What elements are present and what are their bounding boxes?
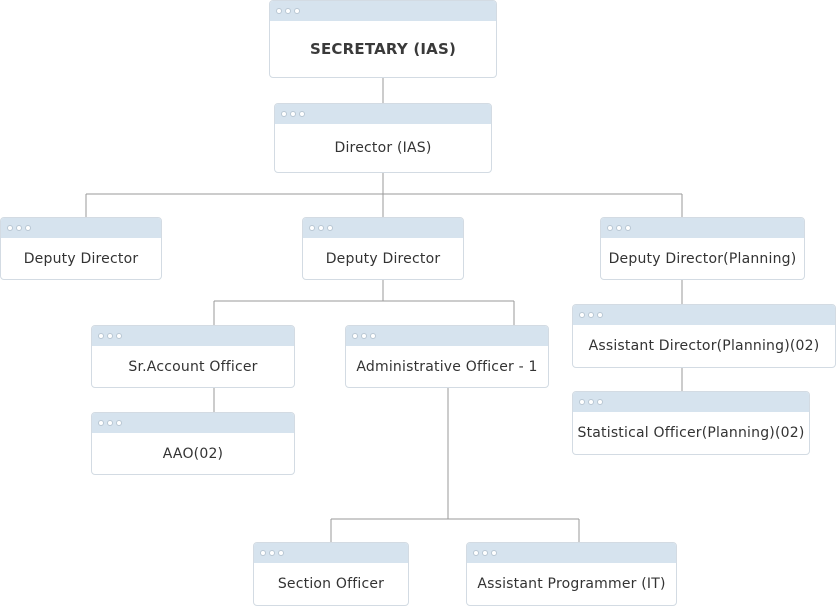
window-dot-icon [327, 225, 333, 231]
window-dot-icon [260, 550, 266, 556]
node-label: Section Officer [277, 576, 385, 592]
node-label: Deputy Director [325, 250, 441, 267]
window-dot-icon [616, 225, 622, 231]
window-dot-icon [370, 333, 376, 339]
window-dot-icon [361, 333, 367, 339]
node-label: SECRETARY (IAS) [309, 40, 457, 58]
node-aao[interactable]: AAO(02) [91, 412, 295, 475]
window-dot-icon [98, 420, 104, 426]
window-dot-icon [482, 550, 488, 556]
node-statistical-officer[interactable]: Statistical Officer(Planning)(02) [572, 391, 810, 455]
window-dot-icon [107, 420, 113, 426]
window-dot-icon [107, 333, 113, 339]
window-dot-icon [116, 333, 122, 339]
window-dot-icon [16, 225, 22, 231]
window-dot-icon [116, 420, 122, 426]
node-label: Administrative Officer - 1 [356, 358, 538, 375]
window-dot-icon [579, 399, 585, 405]
node-administrative-officer[interactable]: Administrative Officer - 1 [345, 325, 549, 388]
node-header [346, 326, 548, 346]
node-header [573, 392, 809, 412]
node-assistant-director-planning[interactable]: Assistant Director(Planning)(02) [572, 304, 836, 368]
window-dot-icon [597, 399, 603, 405]
node-label: Sr.Account Officer [128, 358, 258, 375]
window-dot-icon [281, 111, 287, 117]
window-dot-icon [491, 550, 497, 556]
node-header [601, 218, 804, 238]
node-label: Deputy Director(Planning) [608, 250, 797, 267]
window-dot-icon [290, 111, 296, 117]
window-dot-icon [25, 225, 31, 231]
node-header [275, 104, 491, 124]
node-header [1, 218, 161, 238]
window-dot-icon [473, 550, 479, 556]
window-dot-icon [579, 312, 585, 318]
window-dot-icon [299, 111, 305, 117]
node-deputy-director-mid[interactable]: Deputy Director [302, 217, 464, 280]
node-header [467, 543, 676, 563]
node-header [254, 543, 408, 563]
window-dot-icon [597, 312, 603, 318]
window-dot-icon [588, 312, 594, 318]
window-dot-icon [269, 550, 275, 556]
node-header [303, 218, 463, 238]
node-label: Statistical Officer(Planning)(02) [577, 425, 805, 441]
window-dot-icon [285, 8, 291, 14]
node-label: AAO(02) [162, 445, 224, 462]
node-deputy-director-left[interactable]: Deputy Director [0, 217, 162, 280]
window-dot-icon [7, 225, 13, 231]
window-dot-icon [625, 225, 631, 231]
window-dot-icon [278, 550, 284, 556]
node-sr-account-officer[interactable]: Sr.Account Officer [91, 325, 295, 388]
node-header [92, 326, 294, 346]
node-label: Assistant Director(Planning)(02) [588, 338, 820, 354]
window-dot-icon [98, 333, 104, 339]
node-assistant-programmer[interactable]: Assistant Programmer (IT) [466, 542, 677, 606]
node-director[interactable]: Director (IAS) [274, 103, 492, 173]
node-header [573, 305, 835, 325]
node-label: Assistant Programmer (IT) [477, 576, 666, 592]
window-dot-icon [588, 399, 594, 405]
node-deputy-director-planning[interactable]: Deputy Director(Planning) [600, 217, 805, 280]
node-secretary[interactable]: SECRETARY (IAS) [269, 0, 497, 78]
node-label: Deputy Director [23, 250, 139, 267]
node-header [270, 1, 496, 21]
node-header [92, 413, 294, 433]
window-dot-icon [318, 225, 324, 231]
window-dot-icon [309, 225, 315, 231]
window-dot-icon [294, 8, 300, 14]
window-dot-icon [607, 225, 613, 231]
window-dot-icon [352, 333, 358, 339]
window-dot-icon [276, 8, 282, 14]
node-label: Director (IAS) [334, 140, 432, 156]
node-section-officer[interactable]: Section Officer [253, 542, 409, 606]
